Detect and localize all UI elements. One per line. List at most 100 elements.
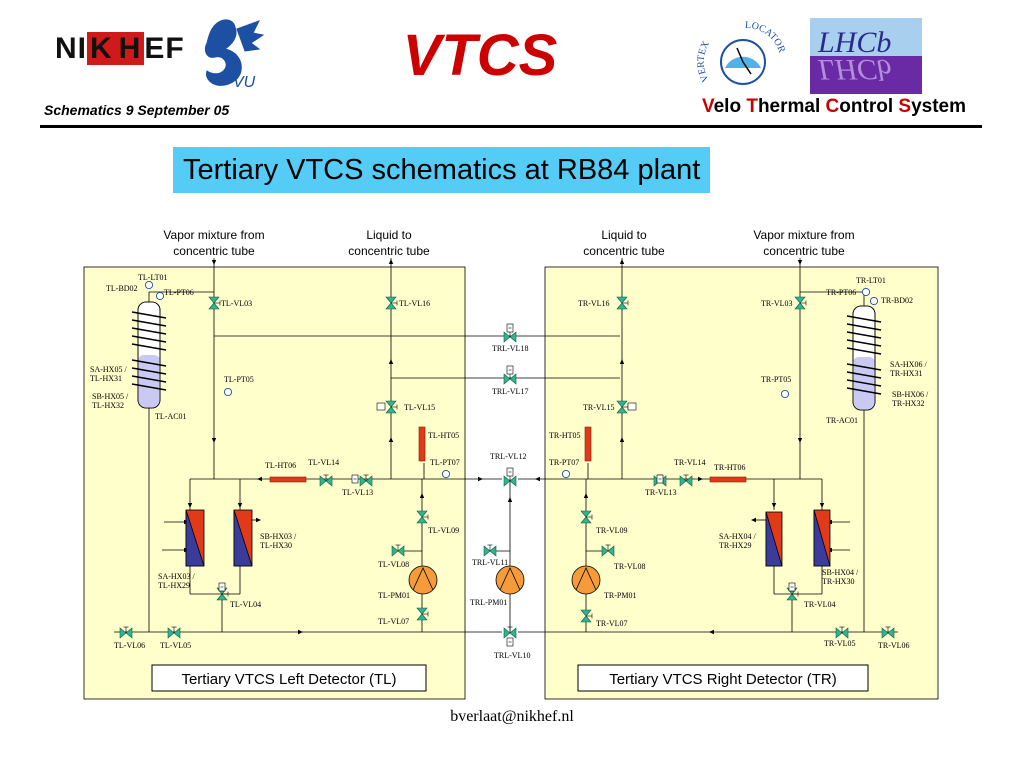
pumps bbox=[408, 565, 601, 595]
svg-text:TR-VL08: TR-VL08 bbox=[614, 562, 646, 571]
svg-text:Tertiary VTCS Left Detector (T: Tertiary VTCS Left Detector (TL) bbox=[181, 671, 396, 688]
vertex-text: VERTEX bbox=[696, 39, 713, 84]
svg-text:TRL-VL12: TRL-VL12 bbox=[490, 452, 526, 461]
svg-text:TR-VL06: TR-VL06 bbox=[878, 641, 910, 650]
svg-text:TL-VL08: TL-VL08 bbox=[378, 560, 409, 569]
svg-text:TR-VL07: TR-VL07 bbox=[596, 619, 628, 628]
svg-text:TRL-VL10: TRL-VL10 bbox=[494, 651, 530, 660]
svg-text:TR-HX30: TR-HX30 bbox=[822, 577, 854, 586]
svg-text:concentric tube: concentric tube bbox=[348, 244, 430, 258]
svg-text:TL-LT01: TL-LT01 bbox=[138, 273, 167, 282]
svg-text:TL-VL04: TL-VL04 bbox=[230, 600, 261, 609]
svg-text:TR-HT05: TR-HT05 bbox=[549, 431, 581, 440]
vu-logo: VU bbox=[204, 19, 265, 91]
svg-text:TR-VL05: TR-VL05 bbox=[824, 639, 856, 648]
svg-text:SB-HX04 /: SB-HX04 / bbox=[822, 568, 859, 577]
svg-text:TL-AC01: TL-AC01 bbox=[155, 412, 187, 421]
svg-text:TR-VL09: TR-VL09 bbox=[596, 526, 628, 535]
svg-text:TRL-VL11: TRL-VL11 bbox=[472, 558, 508, 567]
right-caption: Tertiary VTCS Right Detector (TR) bbox=[577, 664, 869, 692]
svg-text:Vapor mixture from: Vapor mixture from bbox=[753, 228, 854, 242]
svg-text:TR-PT07: TR-PT07 bbox=[549, 458, 579, 467]
svg-text:TL-PM01: TL-PM01 bbox=[378, 591, 410, 600]
heat-exchangers bbox=[185, 509, 831, 567]
griffin-icon bbox=[204, 19, 265, 86]
piping bbox=[114, 258, 898, 633]
svg-text:TL-PT06: TL-PT06 bbox=[164, 288, 194, 297]
component-labels: TL-LT01 TL-BD02 TL-PT06 TL-VL03 TL-VL16 … bbox=[90, 273, 929, 660]
vertex-locator-logo: VERTEX LOCATOR bbox=[696, 20, 787, 85]
svg-text:SA-HX06 /: SA-HX06 / bbox=[890, 360, 927, 369]
svg-text:SB-HX03 /: SB-HX03 / bbox=[260, 532, 297, 541]
svg-text:TL-HX30: TL-HX30 bbox=[260, 541, 292, 550]
svg-text:TL-HX31: TL-HX31 bbox=[90, 374, 122, 383]
slide-title: VTCS bbox=[402, 23, 558, 88]
svg-text:SB-HX05 /: SB-HX05 / bbox=[92, 392, 129, 401]
svg-text:TL-VL05: TL-VL05 bbox=[160, 641, 191, 650]
svg-text:TR-VL13: TR-VL13 bbox=[645, 488, 677, 497]
svg-text:Liquid to: Liquid to bbox=[366, 228, 412, 242]
svg-text:TL-VL07: TL-VL07 bbox=[378, 617, 409, 626]
svg-text:TR-VL14: TR-VL14 bbox=[674, 458, 706, 467]
right-detector-panel bbox=[544, 266, 939, 700]
svg-text:concentric tube: concentric tube bbox=[583, 244, 665, 258]
svg-text:TL-BD02: TL-BD02 bbox=[106, 284, 138, 293]
svg-text:TR-VL16: TR-VL16 bbox=[578, 299, 610, 308]
svg-text:TL-VL09: TL-VL09 bbox=[428, 526, 459, 535]
lhcb-text: LHCb bbox=[817, 26, 891, 59]
schematics-date: Schematics 9 September 05 bbox=[44, 102, 230, 118]
tr-accumulator bbox=[846, 305, 882, 411]
left-caption: Tertiary VTCS Left Detector (TL) bbox=[151, 664, 427, 692]
svg-text:TR-HX32: TR-HX32 bbox=[892, 399, 924, 408]
footer-email: bverlaat@nikhef.nl bbox=[450, 708, 574, 725]
actuators bbox=[218, 323, 796, 647]
svg-text:TR-HT06: TR-HT06 bbox=[714, 463, 746, 472]
svg-text:SA-HX05 /: SA-HX05 / bbox=[90, 365, 127, 374]
svg-text:Tertiary VTCS Right Detector (: Tertiary VTCS Right Detector (TR) bbox=[609, 671, 837, 688]
section-heading: Tertiary VTCS schematics at RB84 plant bbox=[173, 147, 711, 193]
vu-text: VU bbox=[233, 74, 256, 91]
heaters bbox=[269, 426, 747, 483]
tl-accumulator bbox=[131, 301, 167, 409]
svg-text:TR-AC01: TR-AC01 bbox=[826, 416, 858, 425]
svg-text:TR-HX29: TR-HX29 bbox=[719, 541, 751, 550]
svg-text:TR-VL04: TR-VL04 bbox=[804, 600, 836, 609]
svg-text:TL-PT05: TL-PT05 bbox=[224, 375, 254, 384]
svg-text:TR-VL15: TR-VL15 bbox=[583, 403, 615, 412]
svg-text:TR-VL03: TR-VL03 bbox=[761, 299, 793, 308]
svg-text:TL-HT06: TL-HT06 bbox=[265, 461, 296, 470]
svg-text:concentric tube: concentric tube bbox=[173, 244, 255, 258]
svg-text:TL-HX29: TL-HX29 bbox=[158, 581, 190, 590]
feed-labels: Vapor mixture from concentric tube Liqui… bbox=[163, 228, 854, 258]
svg-text:TR-PT06: TR-PT06 bbox=[826, 288, 856, 297]
svg-text:TL-PT07: TL-PT07 bbox=[430, 458, 460, 467]
svg-text:SB-HX06 /: SB-HX06 / bbox=[892, 390, 929, 399]
svg-text:TL-HX32: TL-HX32 bbox=[92, 401, 124, 410]
svg-text:TL-VL14: TL-VL14 bbox=[308, 458, 339, 467]
lhcb-logo: LHCb LHCb bbox=[810, 18, 922, 94]
svg-text:TR-LT01: TR-LT01 bbox=[856, 276, 886, 285]
svg-text:SA-HX03 /: SA-HX03 / bbox=[158, 572, 195, 581]
svg-text:TL-VL15: TL-VL15 bbox=[404, 403, 435, 412]
svg-text:TR-BD02: TR-BD02 bbox=[881, 296, 913, 305]
svg-text:TR-PT05: TR-PT05 bbox=[761, 375, 791, 384]
svg-text:Vapor mixture from: Vapor mixture from bbox=[163, 228, 264, 242]
svg-text:TL-VL13: TL-VL13 bbox=[342, 488, 373, 497]
svg-text:TL-VL16: TL-VL16 bbox=[399, 299, 430, 308]
svg-text:TRL-VL17: TRL-VL17 bbox=[492, 387, 528, 396]
svg-text:TR-PM01: TR-PM01 bbox=[604, 591, 636, 600]
svg-text:TRL-PM01: TRL-PM01 bbox=[470, 598, 507, 607]
svg-text:TL-VL06: TL-VL06 bbox=[114, 641, 145, 650]
lhcb-reflection: LHCb bbox=[817, 53, 891, 86]
svg-text:TL-HT05: TL-HT05 bbox=[428, 431, 459, 440]
header-rule bbox=[40, 125, 982, 128]
svg-text:TL-VL03: TL-VL03 bbox=[221, 299, 252, 308]
svg-text:TRL-VL18: TRL-VL18 bbox=[492, 344, 528, 353]
svg-text:SA-HX04 /: SA-HX04 / bbox=[719, 532, 756, 541]
subtitle: Velo Thermal Control System bbox=[701, 96, 966, 117]
svg-text:concentric tube: concentric tube bbox=[763, 244, 845, 258]
svg-text:Liquid to: Liquid to bbox=[601, 228, 647, 242]
